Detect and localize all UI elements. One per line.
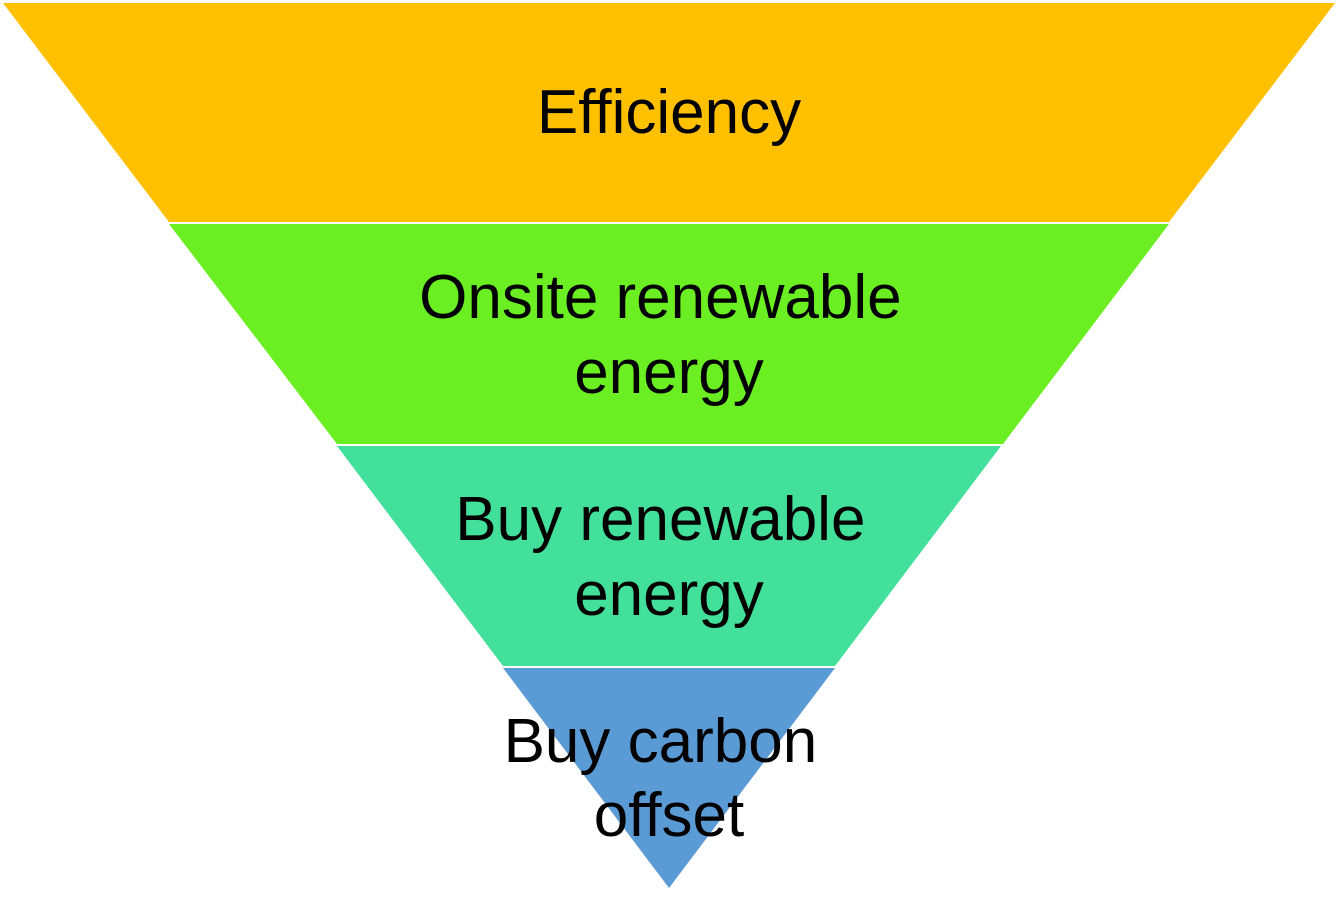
- layer-onsite-renewable-energy: Onsite renewable energy: [169, 224, 1169, 444]
- layer-buy-carbon-offset-label-line-1: Buy carbon: [504, 707, 818, 776]
- layer-buy-renewable-energy-shape: [337, 446, 1001, 666]
- layer-buy-renewable-energy-label: Buy renewable energy: [455, 485, 882, 629]
- layer-buy-renewable-energy-label-line-2: energy: [574, 560, 764, 629]
- layer-efficiency-shape: [3, 3, 1335, 222]
- layer-efficiency-label-line-1: Efficiency: [537, 78, 801, 147]
- layer-buy-carbon-offset-shape: [503, 668, 835, 888]
- layer-onsite-renewable-energy-shape: [169, 224, 1169, 444]
- layer-buy-carbon-offset: Buy carbon offset: [503, 668, 835, 888]
- layer-buy-renewable-energy-label-line-1: Buy renewable: [455, 485, 865, 554]
- layer-buy-renewable-energy: Buy renewable energy: [337, 446, 1001, 666]
- layer-onsite-renewable-energy-label-line-2: energy: [574, 338, 764, 407]
- layer-buy-carbon-offset-label-line-2: offset: [594, 781, 745, 850]
- layer-onsite-renewable-energy-label-line-1: Onsite renewable: [419, 263, 902, 332]
- layer-onsite-renewable-energy-label: Onsite renewable energy: [419, 263, 919, 407]
- layer-buy-carbon-offset-label: Buy carbon offset: [504, 707, 835, 850]
- layer-efficiency: Efficiency: [3, 3, 1335, 222]
- layer-efficiency-label: Efficiency: [537, 78, 801, 147]
